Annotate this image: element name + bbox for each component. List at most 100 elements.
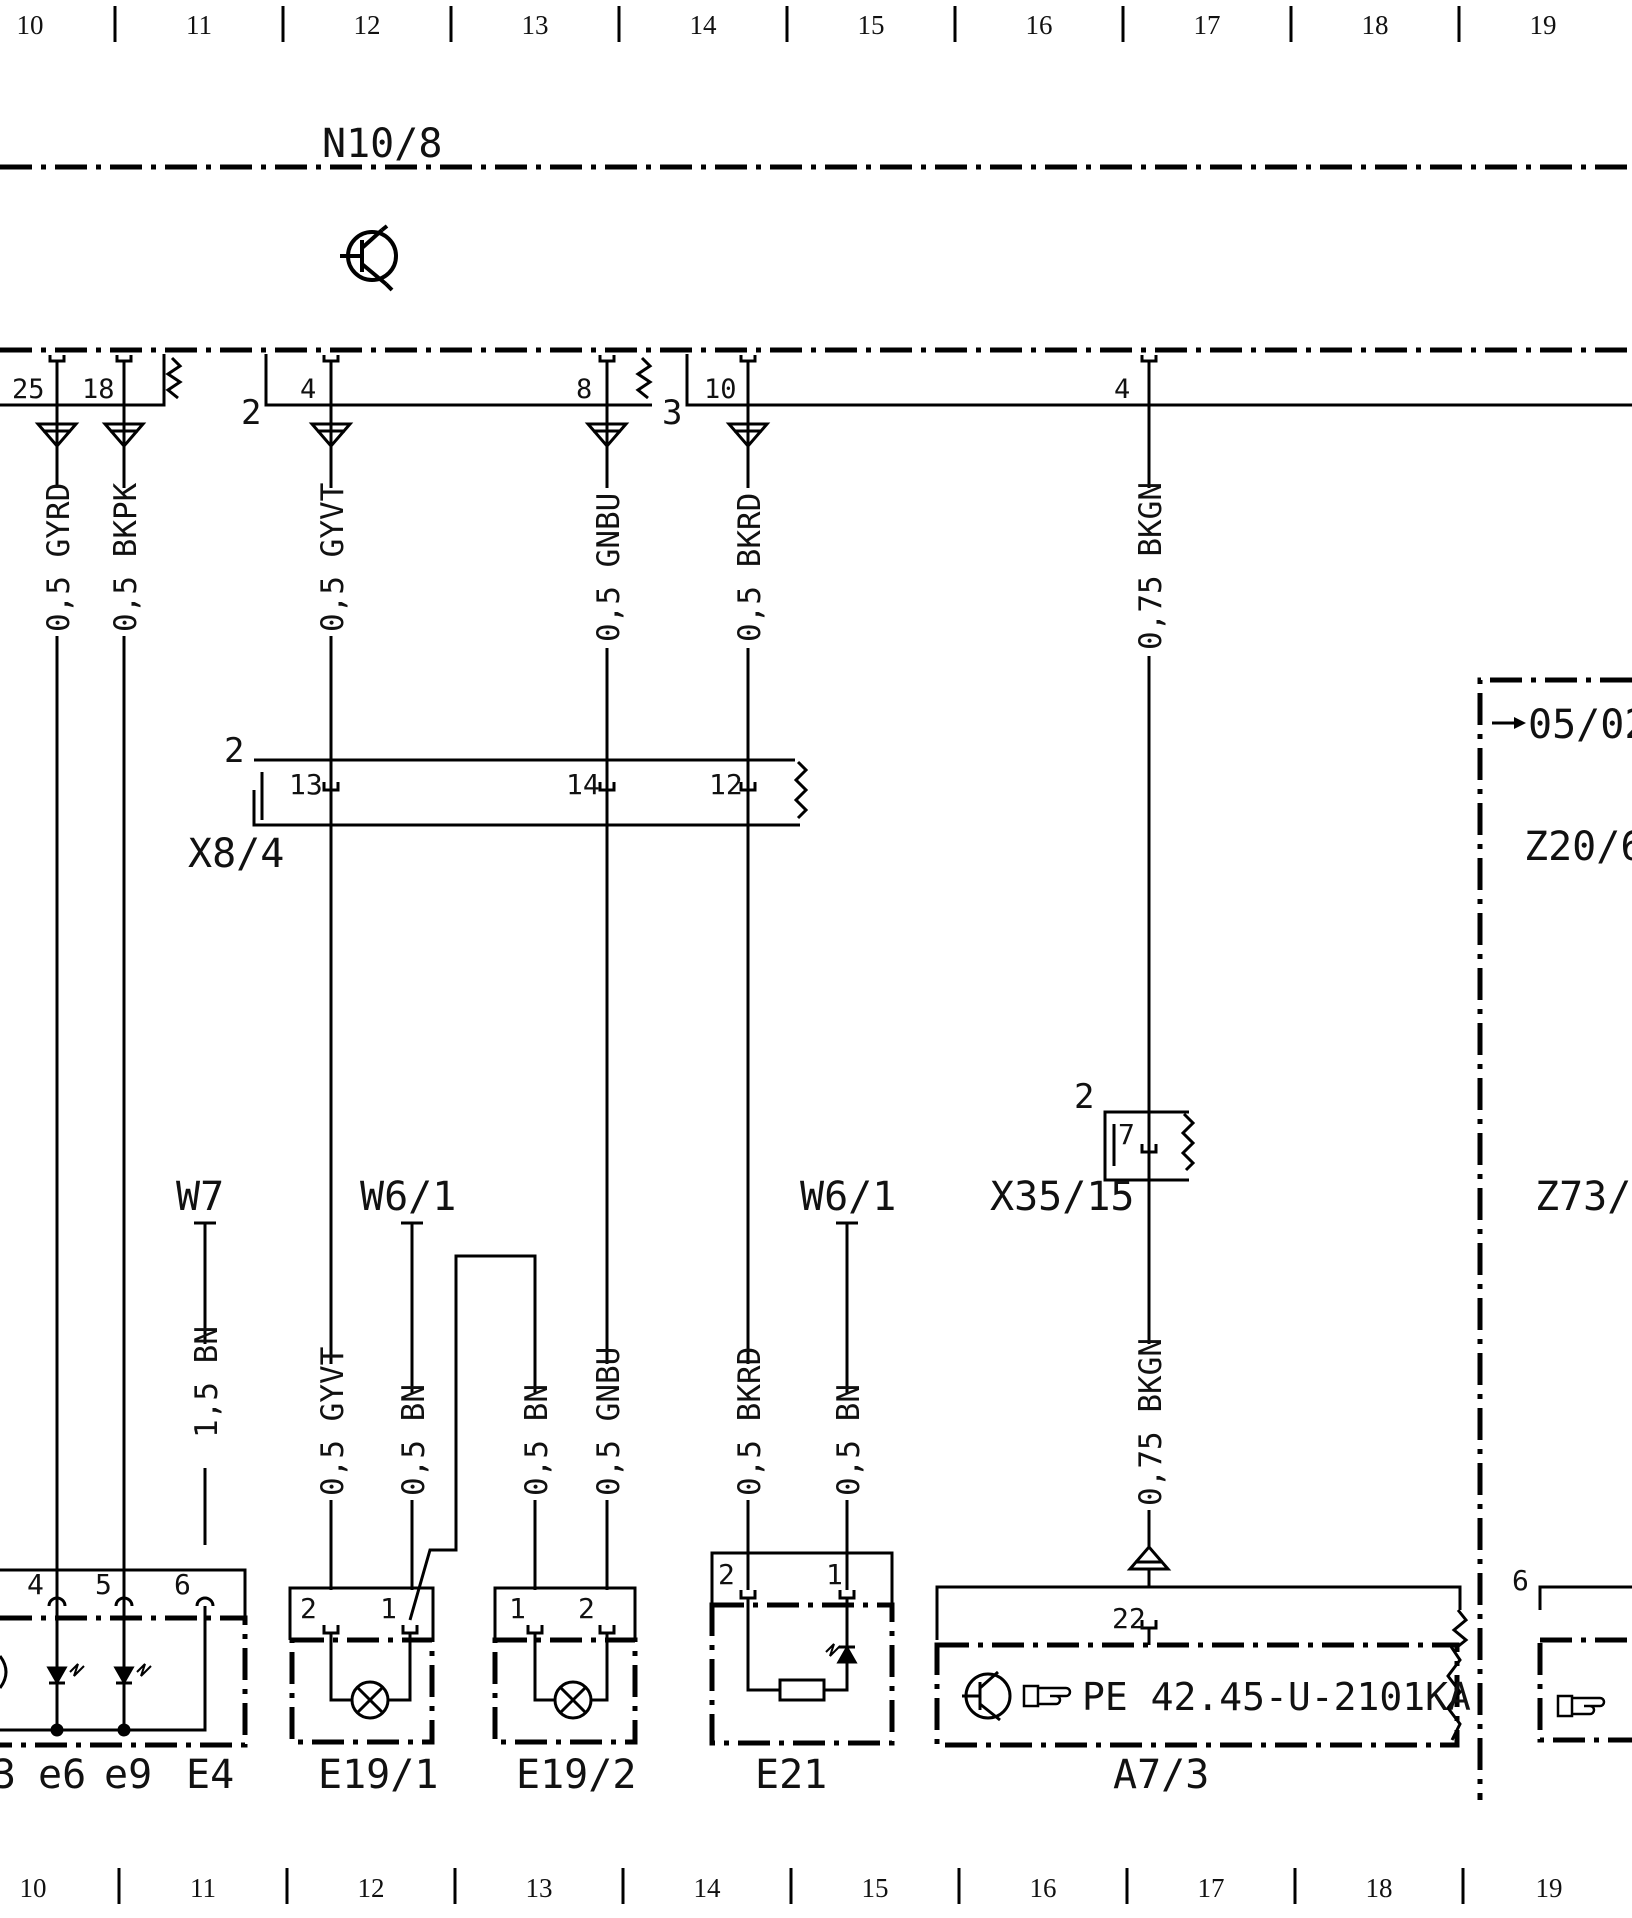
e19-1-pin-labels: 2 1 bbox=[300, 1592, 397, 1625]
wire-color: BN bbox=[396, 1384, 432, 1421]
column-header-top bbox=[113, 6, 1461, 42]
column-number: 12 bbox=[358, 1873, 385, 1903]
pin-label: 5 bbox=[95, 1568, 112, 1601]
pin-label: 10 bbox=[704, 374, 737, 405]
wire-labels-upper: 0,5 GYRD 0,5 BKPK 0,5 GYVT 0,5 GNBU 0,5 … bbox=[41, 482, 1169, 650]
wire-size: 0,5 bbox=[108, 576, 144, 632]
pin-label: 7 bbox=[1118, 1118, 1135, 1151]
column-number: 11 bbox=[190, 1873, 216, 1903]
column-numbers-top: 10 11 12 13 14 15 16 17 18 19 bbox=[17, 10, 1557, 40]
wire-color: BKGN bbox=[1133, 1338, 1169, 1413]
a7-3-reference[interactable]: PE 42.45-U-2101KA bbox=[1082, 1675, 1471, 1719]
wire-color: GYVT bbox=[315, 483, 351, 558]
plug-number: 2 bbox=[224, 731, 244, 771]
pin-label: 1 bbox=[826, 1558, 843, 1591]
transistor-icon bbox=[962, 1670, 1012, 1722]
column-number: 17 bbox=[1194, 10, 1221, 40]
pin-label: 6 bbox=[1512, 1564, 1529, 1597]
svg-text:0,75 BKGN: 0,75 BKGN bbox=[1133, 482, 1169, 650]
x35-15-label: X35/15 bbox=[990, 1174, 1135, 1220]
pin-label: 8 bbox=[576, 374, 592, 405]
column-numbers-bottom: 10 11 12 13 14 15 16 17 18 19 bbox=[20, 1873, 1563, 1903]
wire-size: 0,5 bbox=[591, 1440, 627, 1496]
ground-label: W6/1 bbox=[800, 1174, 896, 1220]
svg-text:0,5 GYVT: 0,5 GYVT bbox=[315, 1347, 351, 1496]
column-number: 13 bbox=[526, 1873, 553, 1903]
column-number: 16 bbox=[1030, 1873, 1057, 1903]
component-a7-3 bbox=[934, 1544, 1469, 1748]
pin-label: 1 bbox=[509, 1592, 526, 1625]
column-number: 19 bbox=[1536, 1873, 1563, 1903]
wire-label-gaps bbox=[43, 488, 1165, 1510]
column-number: 18 bbox=[1362, 10, 1389, 40]
column-number: 14 bbox=[690, 10, 718, 40]
ground-label: W6/1 bbox=[360, 1174, 456, 1220]
wire-color: GNBU bbox=[591, 1347, 627, 1422]
component-label: E19/1 bbox=[318, 1752, 438, 1798]
wire-color: GNBU bbox=[591, 493, 627, 568]
wire-color: BKRD bbox=[732, 493, 768, 568]
svg-text:0,5 GYVT: 0,5 GYVT bbox=[315, 483, 351, 632]
pin-label: 13 bbox=[289, 768, 323, 801]
plug-number: 3 bbox=[662, 393, 682, 433]
wire-size: 0,5 bbox=[732, 1440, 768, 1496]
wire-color: GYRD bbox=[41, 483, 77, 558]
box-label: Z73/ bbox=[1535, 1174, 1631, 1220]
column-number: 15 bbox=[858, 10, 885, 40]
led-indicator-icons bbox=[69, 1663, 152, 1677]
wire-color: BN bbox=[831, 1384, 867, 1421]
wire-size: 0,5 bbox=[315, 576, 351, 632]
wire-size: 0,5 bbox=[591, 586, 627, 642]
x8-4-pin-labels: 13 14 12 bbox=[289, 768, 743, 801]
wire-size: 0,5 bbox=[732, 586, 768, 642]
edge-fragment: 3 bbox=[0, 1752, 16, 1798]
pin-label: 22 bbox=[1112, 1602, 1146, 1635]
pin-label: 1 bbox=[380, 1592, 397, 1625]
pin-label: 2 bbox=[300, 1592, 317, 1625]
wire-color: BKPK bbox=[108, 482, 144, 557]
component-label: e6 bbox=[38, 1752, 86, 1798]
svg-text:0,5 GYRD: 0,5 GYRD bbox=[41, 483, 77, 632]
pin-label: 4 bbox=[300, 374, 316, 405]
component-label: E21 bbox=[755, 1752, 827, 1798]
column-number: 17 bbox=[1198, 1873, 1225, 1903]
plug-numbers: 2 3 bbox=[241, 393, 682, 433]
wire-color: BKRD bbox=[732, 1347, 768, 1422]
svg-text:0,5 BN: 0,5 BN bbox=[396, 1384, 432, 1496]
connector-pin-labels: 25 18 4 8 10 4 bbox=[12, 374, 1130, 405]
column-number: 14 bbox=[694, 1873, 722, 1903]
wire-size: 0,75 bbox=[1133, 1431, 1169, 1506]
column-header-bottom bbox=[117, 1868, 1465, 1904]
pin-label: 18 bbox=[82, 374, 115, 405]
component-label: E19/2 bbox=[516, 1752, 636, 1798]
plug-symbols bbox=[34, 422, 771, 449]
wire-color: GYVT bbox=[315, 1347, 351, 1422]
pin-label: 4 bbox=[1114, 374, 1130, 405]
lamp-icon bbox=[350, 1680, 390, 1720]
pin-label: 4 bbox=[27, 1568, 44, 1601]
ground-label: W7 bbox=[176, 1174, 224, 1220]
svg-text:0,5 BN: 0,5 BN bbox=[831, 1384, 867, 1496]
pin-label: 6 bbox=[174, 1568, 191, 1601]
pin-label: 14 bbox=[566, 768, 600, 801]
svg-text:0,5 BKRD: 0,5 BKRD bbox=[732, 1347, 768, 1496]
led-indicator-icon bbox=[825, 1643, 841, 1657]
transistor-icon bbox=[340, 224, 398, 292]
column-number: 18 bbox=[1366, 1873, 1393, 1903]
pin-label: 12 bbox=[709, 768, 743, 801]
connector-pins bbox=[48, 355, 1158, 405]
pointing-hand-icon bbox=[1022, 1684, 1072, 1708]
column-number: 10 bbox=[17, 10, 44, 40]
wire-size: 0,5 bbox=[315, 1440, 351, 1496]
component-labels: e6 e9 E4 E19/1 E19/2 E21 A7/3 bbox=[38, 1752, 1209, 1798]
box-reference[interactable]: 05/02 bbox=[1528, 702, 1632, 748]
component-e21 bbox=[709, 1551, 895, 1746]
column-number: 12 bbox=[354, 10, 381, 40]
component-label: e9 bbox=[104, 1752, 152, 1798]
svg-text:0,5 GNBU: 0,5 GNBU bbox=[591, 493, 627, 642]
module-label: N10/8 bbox=[322, 121, 442, 167]
pointing-hand-icon bbox=[1556, 1694, 1606, 1718]
connector-strips bbox=[0, 354, 1632, 407]
wire-color: BKGN bbox=[1133, 482, 1169, 557]
right-partial-box: 05/02 Z20/6 Z73/ 6 bbox=[1477, 677, 1632, 1800]
